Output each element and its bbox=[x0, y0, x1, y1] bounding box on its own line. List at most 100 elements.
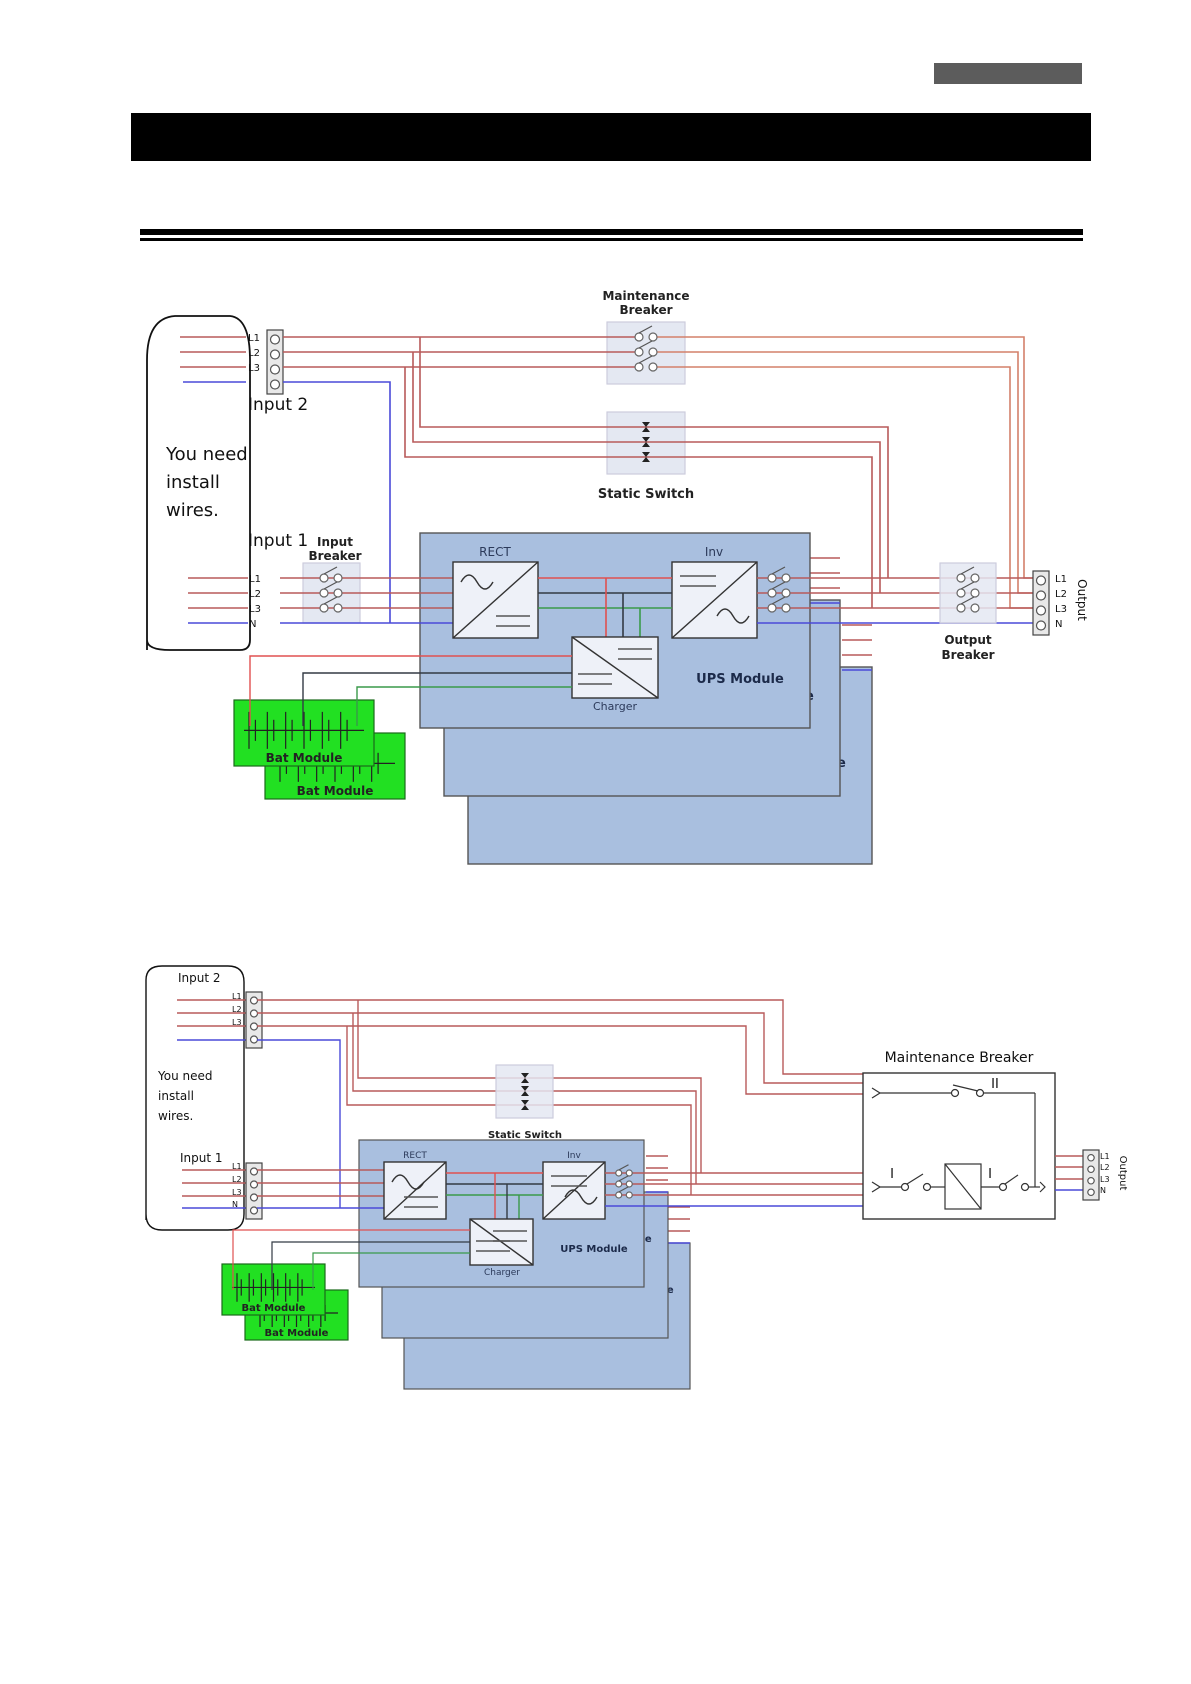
contact bbox=[900, 1182, 910, 1192]
battery-wire-pos bbox=[249, 655, 572, 726]
terminal-screw-icon bbox=[249, 1009, 259, 1018]
battery-wire-neg bbox=[271, 1241, 470, 1290]
static-switch-wire bbox=[404, 367, 873, 608]
terminal-label: L2 bbox=[249, 589, 261, 600]
maintenance-breaker-label: Breaker bbox=[619, 303, 672, 317]
ups-module-label: UPS Module bbox=[560, 1244, 628, 1255]
terminal-screw-icon bbox=[269, 349, 281, 360]
diagonal bbox=[383, 1161, 447, 1220]
neutral-wire bbox=[283, 381, 391, 623]
terminal-screw-icon bbox=[269, 364, 281, 375]
rect-label: RECT bbox=[479, 545, 511, 559]
terminal-label: L3 bbox=[232, 1188, 242, 1197]
contact bbox=[634, 332, 644, 342]
switch-arm bbox=[618, 1186, 629, 1193]
input2-label: Input 2 bbox=[178, 971, 221, 985]
breaker-switch-icon bbox=[634, 355, 658, 372]
rectifier-block bbox=[383, 1161, 447, 1220]
static-switch-wire bbox=[412, 352, 881, 593]
contact bbox=[615, 1191, 623, 1199]
output-label: Output bbox=[1117, 1156, 1128, 1191]
inverter-block bbox=[671, 561, 758, 639]
contact bbox=[767, 588, 777, 598]
switch-arm bbox=[906, 1173, 924, 1185]
breaker-switch-icon bbox=[767, 566, 791, 583]
terminal-screw-icon bbox=[249, 1035, 259, 1044]
thyristor-shape bbox=[642, 422, 650, 432]
terminal-screw-icon bbox=[1087, 1188, 1095, 1197]
terminal-label: L1 bbox=[248, 333, 260, 344]
thyristor-icon bbox=[521, 1086, 529, 1096]
breaker-switch-icon bbox=[319, 581, 343, 598]
terminal-body bbox=[1032, 570, 1050, 636]
contact bbox=[319, 603, 329, 613]
breaker-switch-icon bbox=[767, 596, 791, 613]
switch-arm bbox=[618, 1164, 629, 1171]
terminal-screw-icon bbox=[1035, 620, 1047, 631]
switch-arm bbox=[771, 596, 786, 605]
diagonal bbox=[571, 636, 659, 699]
maintenance-wire bbox=[257, 1012, 863, 1084]
switch-arm bbox=[638, 325, 653, 334]
contact bbox=[970, 573, 980, 583]
install-note-box bbox=[145, 965, 245, 1231]
contact bbox=[956, 603, 966, 613]
switch-arm bbox=[960, 581, 975, 590]
plug-out-icon bbox=[1039, 1181, 1046, 1193]
contact bbox=[781, 573, 791, 583]
maintenance-breaker-box bbox=[606, 321, 686, 385]
thyristor-shape bbox=[642, 437, 650, 447]
diagonal bbox=[469, 1218, 534, 1266]
terminal-label: L2 bbox=[232, 1175, 242, 1184]
diagonal bbox=[452, 561, 539, 639]
terminal-label: L2 bbox=[1100, 1163, 1110, 1172]
contact bbox=[333, 573, 343, 583]
contact bbox=[922, 1182, 932, 1192]
switch-arm bbox=[323, 596, 338, 605]
battery-wire-mid bbox=[356, 686, 572, 726]
ups-module-label: UPS Module bbox=[696, 672, 784, 687]
contact bbox=[319, 573, 329, 583]
battery-label: Bat Module bbox=[242, 1303, 306, 1314]
contact bbox=[625, 1191, 633, 1199]
battery-label: Bat Module bbox=[265, 1328, 329, 1339]
ac-wave-icon bbox=[391, 1174, 425, 1190]
breaker-switch-icon bbox=[615, 1164, 633, 1177]
terminal-label: L1 bbox=[1100, 1152, 1110, 1161]
header-rule-thick bbox=[140, 229, 1083, 235]
switch-arm bbox=[323, 566, 338, 575]
terminal-screw-icon bbox=[269, 334, 281, 345]
contact bbox=[615, 1169, 623, 1177]
battery-label: Bat Module bbox=[297, 784, 374, 798]
contact bbox=[648, 362, 658, 372]
section-header-bar bbox=[131, 113, 1091, 161]
rect-label: RECT bbox=[403, 1151, 427, 1161]
terminal-label: L1 bbox=[232, 1162, 242, 1171]
terminal-screw-icon bbox=[249, 1167, 259, 1176]
contact bbox=[970, 603, 980, 613]
terminal-label: N bbox=[232, 1200, 238, 1209]
breaker-switch-icon bbox=[956, 581, 980, 598]
output-label: Output bbox=[1075, 579, 1089, 621]
switch-arm bbox=[618, 1175, 629, 1182]
terminal-label: L3 bbox=[1100, 1175, 1110, 1184]
contact bbox=[950, 1088, 960, 1098]
maintenance-breaker-label: Maintenance Breaker bbox=[885, 1050, 1034, 1066]
input-breaker-label: Breaker bbox=[308, 549, 361, 563]
terminal-screw-icon bbox=[1035, 605, 1047, 616]
terminal-label: N bbox=[1055, 619, 1062, 630]
ac-wave-icon bbox=[460, 574, 494, 590]
breaker-switch-icon bbox=[634, 340, 658, 357]
switch-arm bbox=[638, 340, 653, 349]
terminal-screw-icon bbox=[249, 996, 259, 1005]
contact bbox=[970, 588, 980, 598]
diagonal bbox=[944, 1163, 982, 1210]
terminal-label: L3 bbox=[248, 363, 260, 374]
thyristor-shape bbox=[521, 1073, 529, 1083]
install-note-text: install bbox=[158, 1089, 194, 1103]
install-note-text: wires. bbox=[158, 1109, 193, 1123]
terminal-body bbox=[245, 1162, 263, 1220]
contact bbox=[634, 362, 644, 372]
